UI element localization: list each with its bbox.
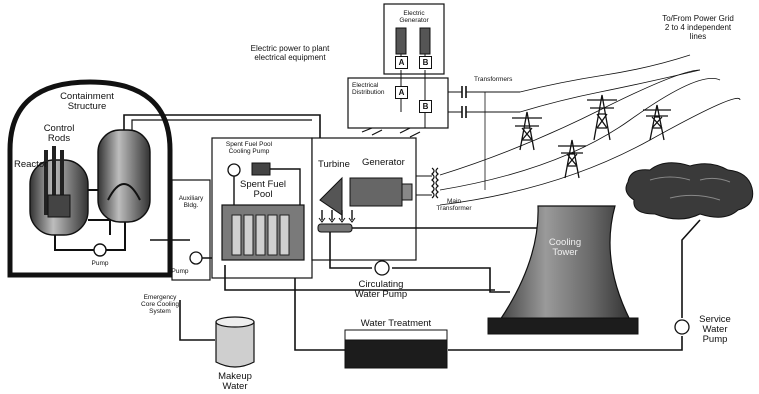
- transmission-tower-icon: [587, 95, 617, 140]
- generator-label: Generator: [362, 158, 405, 168]
- main-transformer-label: Main Transformer: [432, 198, 476, 212]
- reactor-pump-label: Pump: [86, 260, 114, 267]
- transmission-tower-icon: [512, 112, 542, 150]
- circulating-water-pump-label: Circulating Water Pump: [350, 280, 412, 300]
- service-water-pump-label: Service Water Pump: [692, 315, 738, 345]
- auxiliary-pump-label: Pump: [166, 268, 194, 275]
- spent-fuel-pool-label: Spent Fuel Pool: [238, 180, 288, 200]
- water-treatment-label: Water Treatment: [345, 319, 447, 329]
- cooling-tower-icon: [488, 206, 638, 334]
- pump-icon: [228, 164, 240, 176]
- distribution-a-label: A: [395, 86, 408, 99]
- transmission-tower-icon: [643, 105, 671, 140]
- pump-icon: [375, 261, 389, 275]
- emergency-core-cooling-label: Emergency Core Cooling System: [136, 294, 184, 315]
- distribution-b-label: B: [419, 100, 432, 113]
- spent-fuel-pool-cooling-pump-label: Spent Fuel Pool Cooling Pump: [216, 141, 282, 155]
- auxiliary-bldg-label: Auxiliary Bldg.: [174, 195, 208, 209]
- storage-tank-icon: [216, 317, 254, 367]
- water-treatment-tank: [345, 330, 447, 368]
- makeup-water-label: Makeup Water: [212, 372, 258, 392]
- generator-a-label: A: [395, 56, 408, 69]
- pump-icon: [94, 244, 106, 256]
- cooling-tower-label: Cooling Tower: [540, 238, 590, 258]
- steam-generator: [98, 130, 150, 222]
- reactor-label: Reactor: [14, 160, 47, 170]
- electric-generator-label: Electric Generator: [388, 10, 440, 24]
- electric-power-label: Electric power to plant electrical equip…: [248, 44, 332, 62]
- control-rods-label: Control Rods: [38, 124, 80, 144]
- turbine-label: Turbine: [318, 160, 350, 170]
- pump-icon: [190, 252, 202, 264]
- transmission-tower-icon: [558, 140, 586, 178]
- generator-b-label: B: [419, 56, 432, 69]
- electrical-distribution-label: Electrical Distribution: [352, 82, 392, 96]
- to-from-grid-label: To/From Power Grid 2 to 4 independent li…: [660, 14, 736, 41]
- pump-icon: [675, 320, 689, 334]
- transformers-label: Transformers: [474, 76, 512, 83]
- spent-fuel-pool-building: [212, 138, 312, 278]
- steam-cloud-icon: [626, 163, 753, 219]
- containment-structure-label: Containment Structure: [52, 92, 122, 112]
